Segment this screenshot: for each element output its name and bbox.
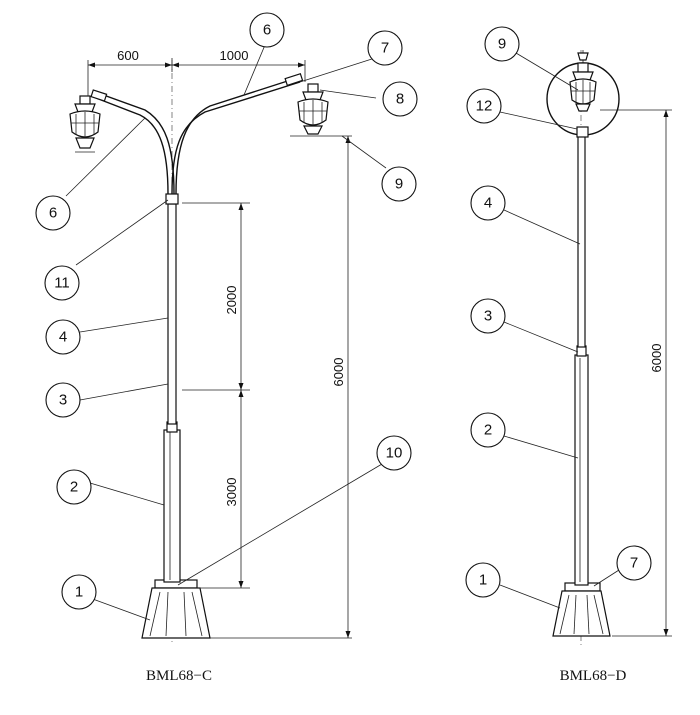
callout-2-d: 2 xyxy=(470,412,506,448)
svg-text:1: 1 xyxy=(75,584,83,601)
caption-d: BML68−D xyxy=(560,668,627,684)
arms-c xyxy=(90,72,304,195)
svg-text:10: 10 xyxy=(386,445,403,462)
svg-text:7: 7 xyxy=(381,40,389,57)
callout-8-c: 8 xyxy=(382,81,418,117)
svg-text:6: 6 xyxy=(263,22,271,39)
svg-text:9: 9 xyxy=(498,36,506,53)
leader-lines-c xyxy=(65,44,387,621)
dim-height-total-c: 6000 xyxy=(331,358,346,387)
callout-2-c: 2 xyxy=(56,469,92,505)
callout-1-d: 1 xyxy=(465,562,501,598)
coupling-c xyxy=(165,193,179,205)
callout-7-c: 7 xyxy=(367,30,403,66)
svg-text:1: 1 xyxy=(479,572,487,589)
callout-12-d: 12 xyxy=(466,88,502,124)
dim-height-total-d: 6000 xyxy=(649,344,664,373)
svg-text:6: 6 xyxy=(49,205,57,222)
callout-7-d: 7 xyxy=(616,545,652,581)
svg-text:4: 4 xyxy=(484,195,492,212)
svg-text:7: 7 xyxy=(630,555,638,572)
svg-text:9: 9 xyxy=(395,176,403,193)
svg-text:2: 2 xyxy=(484,422,492,439)
upper-pole-d xyxy=(577,135,586,348)
svg-text:8: 8 xyxy=(396,91,404,108)
figure-bml68-c: 600 1000 2000 3000 6000 xyxy=(35,12,418,684)
svg-text:3: 3 xyxy=(484,308,492,325)
upper-pole-c xyxy=(167,203,177,425)
dim-arm-left: 600 xyxy=(117,48,139,63)
svg-text:4: 4 xyxy=(59,329,67,346)
lamp-d xyxy=(569,50,597,112)
lower-pole-d xyxy=(574,354,589,586)
vertical-dimension-total-c: 6000 xyxy=(210,135,352,639)
callout-6-left-c: 6 xyxy=(35,195,71,231)
callout-1-c: 1 xyxy=(61,574,97,610)
base-d xyxy=(552,582,611,637)
callout-9-d: 9 xyxy=(484,26,520,62)
leader-lines-d xyxy=(499,52,620,609)
callout-9-c: 9 xyxy=(381,166,417,202)
svg-text:11: 11 xyxy=(54,275,70,292)
callout-10-c: 10 xyxy=(376,435,412,471)
callout-3-d: 3 xyxy=(470,298,506,334)
vertical-dimension-total-d: 6000 xyxy=(600,109,672,637)
base-c xyxy=(141,579,211,639)
svg-text:12: 12 xyxy=(476,98,493,115)
ring-coupling-d xyxy=(576,126,589,138)
callout-4-d: 4 xyxy=(470,185,506,221)
dim-arm-right: 1000 xyxy=(220,48,249,63)
lamp-left-c xyxy=(69,95,101,153)
caption-c: BML68−C xyxy=(146,668,212,684)
lamp-right-c xyxy=(297,83,329,135)
figure-bml68-d: 6000 9 12 4 3 xyxy=(465,26,672,684)
callout-4-c: 4 xyxy=(45,319,81,355)
callout-3-c: 3 xyxy=(45,382,81,418)
callout-6-top-c: 6 xyxy=(249,12,285,48)
callout-11-c: 11 xyxy=(44,265,80,301)
dim-height-upper: 2000 xyxy=(224,286,239,315)
dim-height-lower: 3000 xyxy=(224,478,239,507)
vertical-dimension-segments-c: 2000 3000 xyxy=(182,202,250,589)
svg-text:2: 2 xyxy=(70,479,78,496)
svg-text:3: 3 xyxy=(59,392,67,409)
horizontal-dimension-c: 600 1000 xyxy=(87,48,306,96)
lower-pole-c xyxy=(163,429,181,583)
